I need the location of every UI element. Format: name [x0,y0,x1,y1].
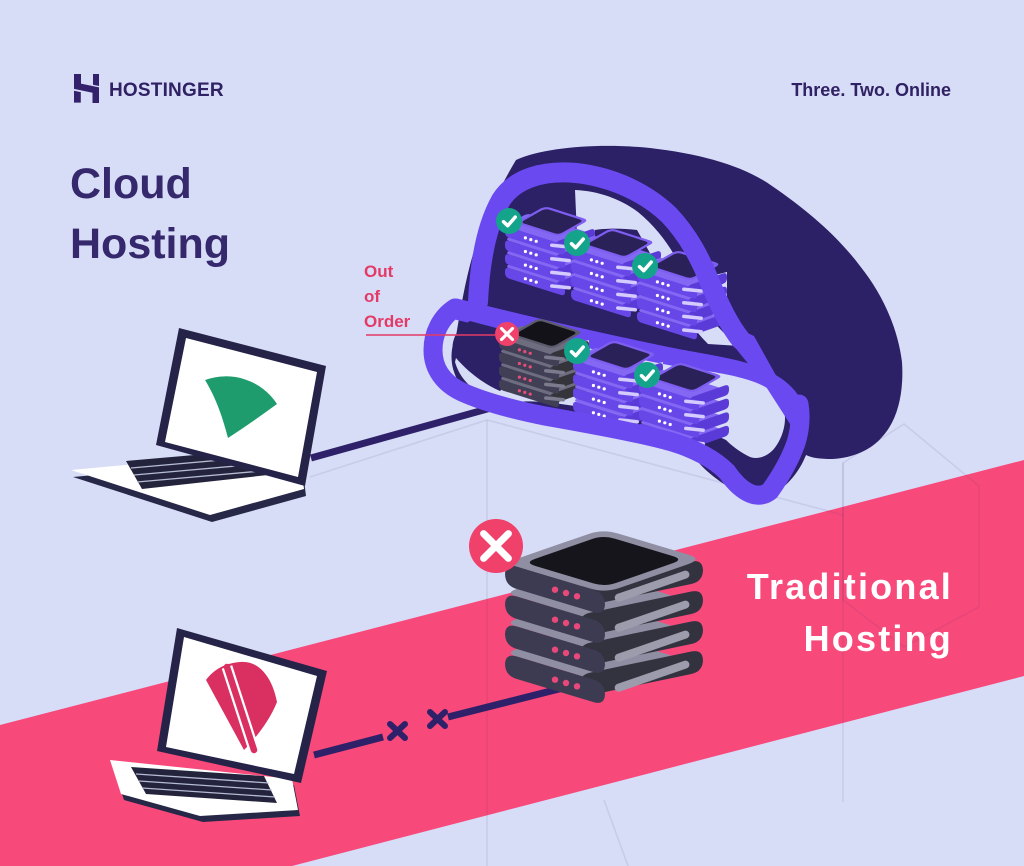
svg-text:Traditional: Traditional [747,566,953,607]
svg-text:HOSTINGER: HOSTINGER [109,80,224,101]
svg-text:of: of [364,287,380,306]
svg-text:Hosting: Hosting [70,220,230,268]
svg-text:Out: Out [364,262,394,281]
svg-text:Hosting: Hosting [804,618,953,659]
svg-text:Cloud: Cloud [70,160,192,208]
svg-text:Order: Order [364,312,411,331]
svg-text:Three. Two. Online: Three. Two. Online [791,80,951,100]
